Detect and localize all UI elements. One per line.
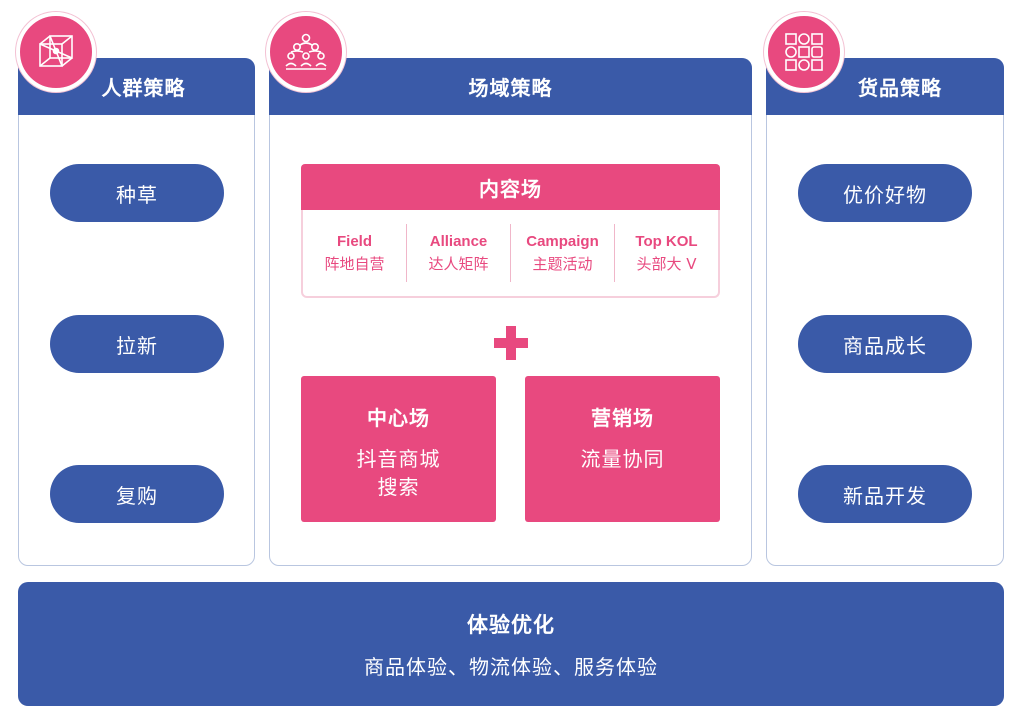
product-item-growth: 商品成长	[798, 315, 972, 373]
box-center-field-line: 搜索	[377, 475, 420, 499]
audience-item-repurchase: 复购	[50, 465, 224, 523]
content-cell-zh: 达人矩阵	[428, 255, 489, 273]
content-cell-en: Top KOL	[635, 233, 698, 250]
content-cell-top-kol: Top KOL 头部大 V	[615, 231, 718, 275]
content-cell-en: Field	[336, 233, 372, 250]
experience-banner: 体验优化 商品体验、物流体验、服务体验	[18, 582, 1004, 706]
content-field-header: 内容场	[301, 164, 720, 210]
box-marketing-field-line: 流量协同	[580, 447, 665, 471]
content-field-body: Field 阵地自营 Alliance 达人矩阵 Campaign 主题活动 T…	[301, 210, 720, 298]
divider	[614, 224, 615, 282]
people-group-icon	[266, 12, 346, 92]
content-cell-alliance: Alliance 达人矩阵	[407, 231, 510, 275]
content-cell-zh: 阵地自营	[324, 255, 385, 273]
content-cell-en: Alliance	[429, 233, 488, 250]
content-cell-campaign: Campaign 主题活动	[511, 231, 614, 275]
content-cell-field: Field 阵地自营	[303, 231, 406, 275]
network-cube-icon	[16, 12, 96, 92]
box-center-field-line: 抖音商城	[356, 447, 441, 471]
column-field-header: 场域策略	[269, 58, 752, 115]
divider	[510, 224, 511, 282]
divider	[406, 224, 407, 282]
content-field-title: 内容场	[479, 176, 542, 201]
content-cell-zh: 主题活动	[532, 255, 593, 273]
experience-title: 体验优化	[467, 612, 555, 637]
content-cell-zh: 头部大 V	[636, 255, 697, 273]
content-cell-en: Campaign	[526, 233, 599, 250]
column-audience-title: 人群策略	[101, 76, 186, 100]
box-marketing-field-title: 营销场	[591, 406, 654, 430]
audience-item-acquisition: 拉新	[50, 315, 224, 373]
column-product-title: 货品策略	[858, 76, 942, 100]
box-center-field: 中心场 抖音商城 搜索	[301, 376, 496, 522]
audience-item-seeding: 种草	[50, 164, 224, 222]
plus-icon-vertical	[506, 326, 516, 360]
experience-subtitle: 商品体验、物流体验、服务体验	[364, 654, 658, 679]
product-item-value: 优价好物	[798, 164, 972, 222]
column-field-title: 场域策略	[468, 76, 553, 100]
box-marketing-field: 营销场 流量协同	[525, 376, 720, 522]
product-grid-icon	[764, 12, 844, 92]
box-center-field-title: 中心场	[367, 406, 430, 430]
product-item-new: 新品开发	[798, 465, 972, 523]
